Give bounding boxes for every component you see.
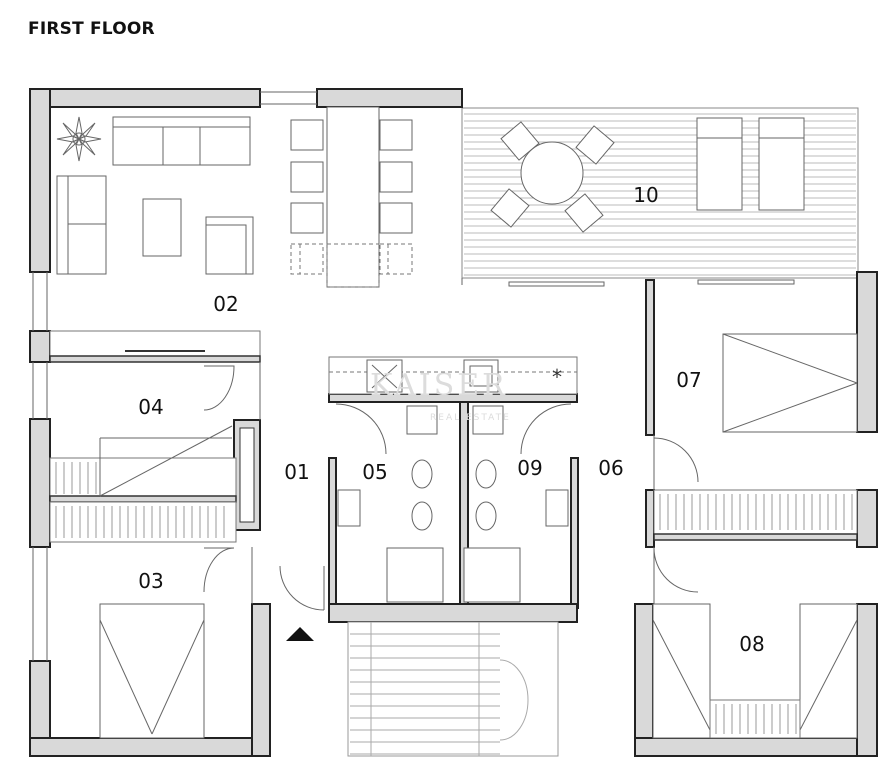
room-label-05: 05 (362, 460, 387, 484)
svg-text:*: * (552, 365, 562, 389)
room-label-01: 01 (284, 460, 309, 484)
room-label-08: 08 (739, 632, 764, 656)
room-label-09: 09 (517, 456, 542, 480)
room-label-02: 02 (213, 292, 238, 316)
watermark-sub: REAL ESTATE (430, 413, 511, 423)
living-sofa (56, 116, 254, 275)
plant-icon (56, 116, 102, 162)
room-label-07: 07 (676, 368, 701, 392)
doors (203, 365, 699, 611)
room-label-03: 03 (138, 569, 163, 593)
walls (29, 88, 878, 757)
room-label-04: 04 (138, 395, 163, 419)
interior-lines: * (32, 91, 858, 757)
dining-table (290, 106, 413, 288)
room-label-06: 06 (598, 456, 623, 480)
terrace-sunbeds (696, 117, 805, 211)
watermark-brand: KAISER (370, 368, 508, 403)
terrace-dining-table (490, 121, 615, 233)
room-label-10: 10 (633, 183, 658, 207)
plan-title: FIRST FLOOR (28, 19, 155, 39)
